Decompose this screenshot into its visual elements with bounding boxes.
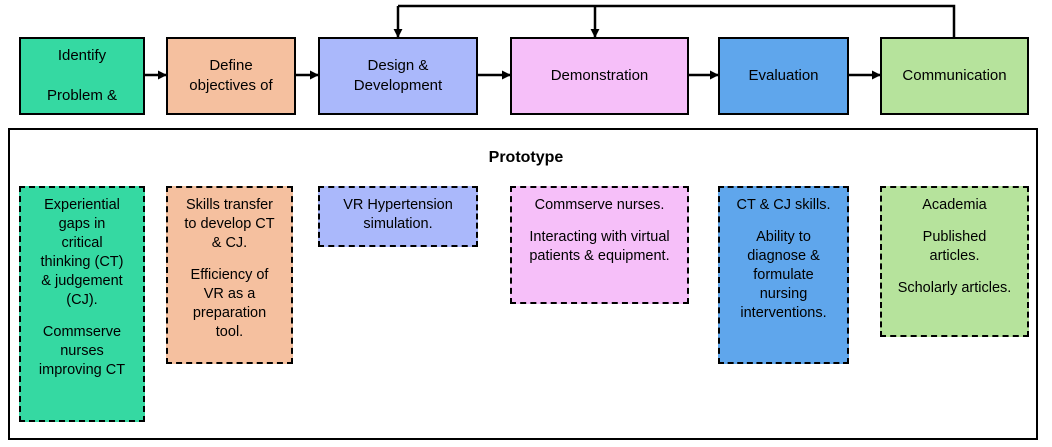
prototype-title: Prototype [488, 149, 564, 166]
stage-demonstration-label: Demonstration [550, 67, 649, 84]
prototype-text: Interacting with virtual patients & equi… [529, 229, 670, 264]
prototype-text: Efficiency of VR as a preparation tool. [190, 267, 269, 340]
stage-evaluation-label: Evaluation [748, 67, 819, 84]
prototype-box-demonstration: Commserve nurses. Interacting with virtu… [510, 186, 689, 304]
prototype-text: Ability to diagnose & formulate nursing … [740, 229, 827, 321]
stage-design: Design & Development [318, 37, 478, 115]
stage-define: Define objectives of [166, 37, 296, 115]
stage-communication-label: Communication [902, 67, 1007, 84]
prototype-text: Academia [922, 197, 987, 213]
prototype-text: Experiential gaps in critical thinking (… [40, 197, 124, 308]
prototype-box-evaluation: CT & CJ skills. Ability to diagnose & fo… [718, 186, 849, 364]
prototype-text: Scholarly articles. [897, 280, 1012, 296]
prototype-box-define: Skills transfer to develop CT & CJ. Effi… [166, 186, 293, 364]
prototype-box-design: VR Hypertension simulation. [318, 186, 478, 247]
prototype-box-communication: Academia Published articles. Scholarly a… [880, 186, 1029, 337]
stage-identify: Identify Problem & [19, 37, 145, 115]
stage-demonstration: Demonstration [510, 37, 689, 115]
prototype-text: Published articles. [922, 229, 987, 264]
prototype-text: Commserve nurses improving CT [38, 324, 126, 378]
prototype-text: Skills transfer to develop CT & CJ. [184, 197, 275, 251]
prototype-text: CT & CJ skills. [736, 197, 831, 213]
stage-evaluation: Evaluation [718, 37, 849, 115]
stage-communication: Communication [880, 37, 1029, 115]
prototype-box-identify: Experiential gaps in critical thinking (… [19, 186, 145, 422]
prototype-text: Commserve nurses. [534, 197, 665, 213]
feedback-loop-line [398, 4, 956, 37]
stage-identify-label: Identify Problem & [46, 47, 118, 104]
prototype-frame [8, 128, 1038, 440]
stage-define-label: Define objectives of [189, 57, 273, 94]
stage-design-label: Design & Development [353, 57, 443, 94]
prototype-text: VR Hypertension simulation. [343, 197, 453, 232]
